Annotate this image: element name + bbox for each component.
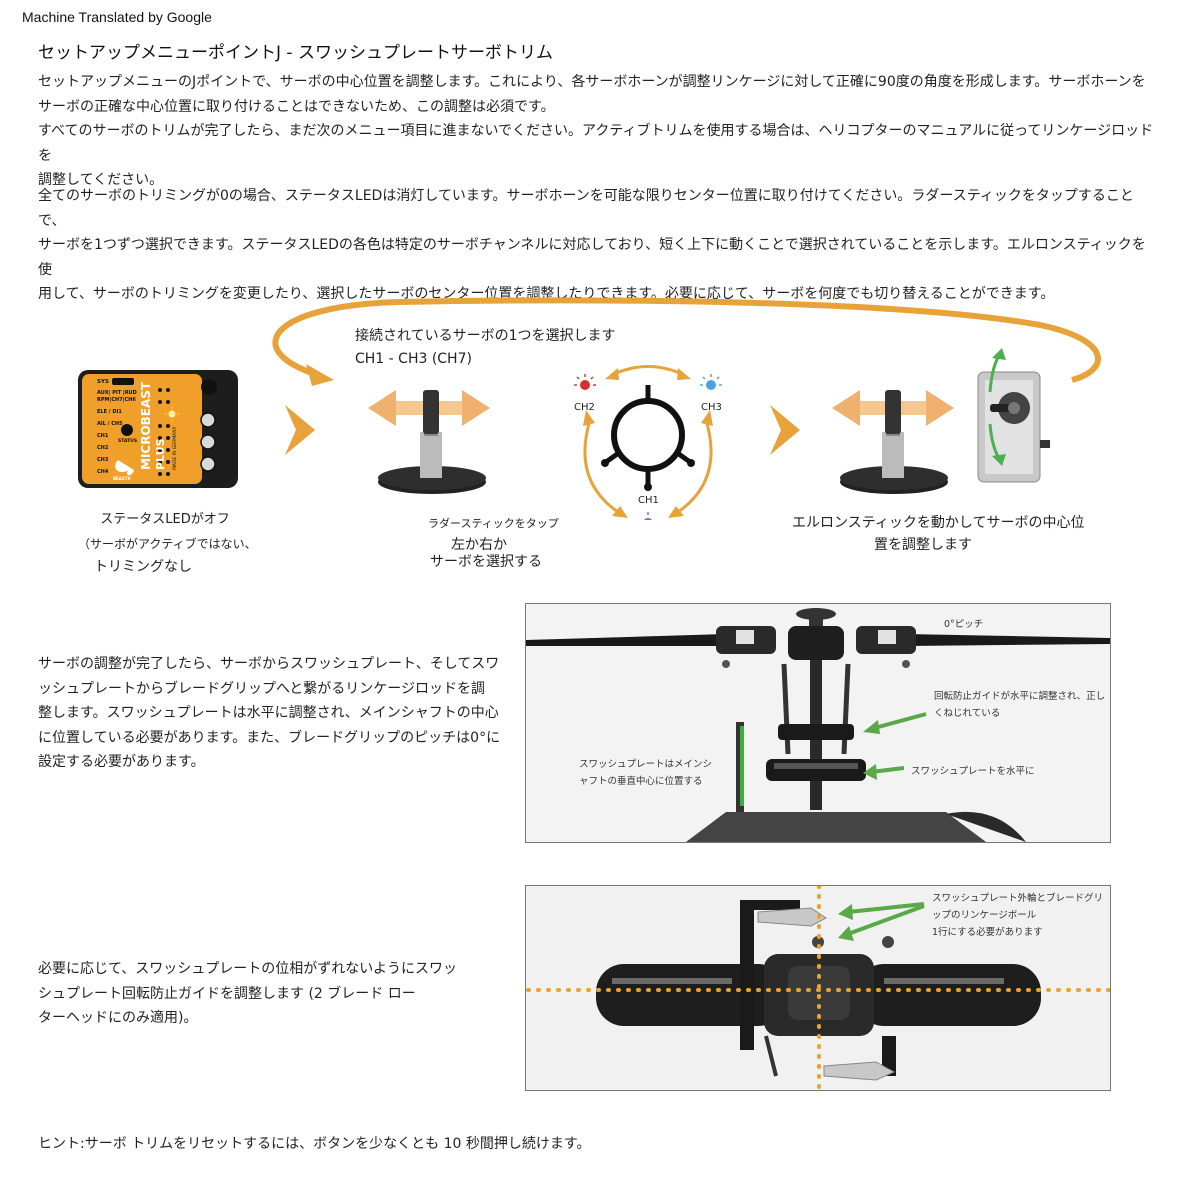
text-line: サーボの正確な中心位置に取り付けることはできないため、この調整は必須です。 (38, 98, 555, 115)
label-line: 回転防止ガイドが水平に調整され、正し (934, 691, 1106, 702)
svg-text:MADE IN GERMANY: MADE IN GERMANY (172, 426, 178, 470)
channel-range-label: CH1 - CH3 (CH7) (355, 351, 472, 367)
text-line: セットアップメニューのJポイントで、サーボの中心位置を調整します。これにより、各… (38, 74, 1146, 90)
select-servo-label: 接続されているサーボの1つを選択します (355, 328, 616, 344)
text-line: 整します。スワッシュプレートは水平に調整され、メインシャフトの中心 (38, 705, 499, 721)
text-line: サーボを1つずつ選択できます。ステータスLEDの各色は特定のサーボチャンネルに対… (38, 237, 1146, 278)
center-label: スワッシュプレートはメインシ ャフトの垂直中心に位置する (579, 756, 712, 790)
text-line: 設定する必要があります。 (38, 754, 205, 770)
rudder-stick-icon (368, 390, 490, 494)
led-off-caption-2: （サーボがアクティブではない、 (78, 537, 257, 551)
phase-adjust-text: 必要に応じて、スワッシュプレートの位相がずれないようにスワッ シュプレート回転防… (38, 957, 508, 1031)
servo-selection-diagram: SYS AUX| PIT |RUD RPM|CH7|CH6 ELE / DI1 … (78, 297, 1101, 520)
label-line: くねじれている (934, 708, 1001, 719)
label-line: ップのリンケージボール (932, 910, 1037, 921)
svg-text:CH3: CH3 (97, 457, 109, 463)
rotor-head-side-photo: 0°ピッチ 回転防止ガイドが水平に調整され、正し くねじれている スワッシュプレ… (525, 603, 1111, 843)
led-off-caption-3: トリミングなし (94, 559, 192, 575)
beastx-logo-icon (115, 460, 134, 476)
text-line: シュプレート回転防止ガイドを調整します (2 ブレード ロー (38, 985, 416, 1002)
label-line: スワッシュプレート外輪とブレードグリ (932, 893, 1104, 904)
rotor-head-top-illustration (526, 886, 1110, 1090)
led-off-icon (164, 406, 180, 422)
linkage-ball-label: スワッシュプレート外輪とブレードグリ ップのリンケージボール 1行にする必要があ… (932, 890, 1103, 941)
rotor-head-top-photo: スワッシュプレート外輪とブレードグリ ップのリンケージボール 1行にする必要があ… (525, 885, 1111, 1091)
svg-text:AUX| PIT |RUD: AUX| PIT |RUD (97, 390, 137, 396)
svg-text:CH1: CH1 (97, 433, 109, 439)
svg-text:RPM|CH7|CH6: RPM|CH7|CH6 (97, 397, 136, 403)
caption-line: ステータスLEDがオフ (100, 512, 230, 527)
text-line: 用して、サーボのトリミングを変更したり、選択したサーボのセンター位置を調整したり… (38, 286, 1055, 302)
ch2-label: CH2 (574, 402, 595, 413)
text-line: サーボの調整が完了したら、サーボからスワッシュプレート、そしてスワ (38, 656, 500, 672)
label-line: スワッシュプレートはメインシ (579, 759, 713, 770)
text-line: すべてのサーボのトリムが完了したら、まだ次のメニュー項目に進まないでください。ア… (38, 123, 1154, 164)
rudder-caption-2: 左か右か (451, 537, 507, 553)
label-line: 1行にする必要があります (932, 927, 1043, 938)
ch2-led-icon (574, 374, 596, 390)
svg-text:AIL / CH5: AIL / CH5 (97, 421, 123, 427)
svg-text:PLUS: PLUS (154, 438, 167, 470)
led-off-caption: ステータスLEDがオフ (80, 509, 250, 530)
translation-banner: Machine Translated by Google (22, 9, 212, 25)
label-line: ャフトの垂直中心に位置する (579, 776, 703, 787)
svg-text:CH4: CH4 (97, 469, 109, 475)
loop-arrow (272, 297, 1101, 383)
text-line: 調整してください。 (38, 172, 164, 188)
ch1-label: CH1 (638, 495, 659, 506)
svg-text:SYS: SYS (97, 379, 109, 385)
intro-paragraph-2: 全てのサーボのトリミングが0の場合、ステータスLEDは消灯しています。サーボホー… (38, 184, 1158, 307)
aileron-caption-2: 置を調整します (874, 537, 972, 553)
text-line: ッシュプレートからブレードグリップへと繋がるリンケージロッドを調 (38, 680, 486, 697)
rotor-head-side-illustration (526, 604, 1110, 842)
svg-text:CH2: CH2 (97, 445, 109, 451)
rudder-caption-3: サーボを選択する (430, 554, 542, 570)
ch3-led-icon (700, 374, 722, 390)
svg-text:ELE / DI1: ELE / DI1 (97, 409, 122, 415)
guide-label: 回転防止ガイドが水平に調整され、正し くねじれている (934, 688, 1105, 722)
level-label: スワッシュプレートを水平に (911, 766, 1035, 777)
loop-arrowhead (306, 364, 334, 386)
chevron-right-icon (285, 405, 315, 455)
intro-paragraph-1: セットアップメニューのJポイントで、サーボの中心位置を調整します。これにより、各… (38, 70, 1158, 193)
pitch-label: 0°ピッチ (944, 619, 984, 630)
servo-channel-selector (574, 365, 722, 520)
page-title: セットアップメニューポイントJ - スワッシュプレートサーボトリム (38, 43, 553, 63)
ch3-label: CH3 (701, 402, 722, 413)
chevron-right-icon (770, 405, 800, 455)
svg-text:STATUS: STATUS (118, 438, 137, 444)
text-line: 必要に応じて、スワッシュプレートの位相がずれないようにスワッ (38, 961, 458, 977)
aileron-stick-icon (832, 390, 954, 494)
reset-hint: ヒント:サーボ トリムをリセットするには、ボタンを少なくとも 10 秒間押し続け… (38, 1136, 591, 1152)
linkage-adjust-text: サーボの調整が完了したら、サーボからスワッシュプレート、そしてスワ ッシュプレー… (38, 652, 508, 775)
ch1-led-icon (644, 512, 652, 520)
svg-text:MICROBEAST: MICROBEAST (139, 381, 153, 470)
text-line: ターヘッドにのみ適用)。 (38, 1010, 198, 1026)
microbeast-device: SYS AUX| PIT |RUD RPM|CH7|CH6 ELE / DI1 … (78, 370, 238, 488)
svg-text:BEASTX: BEASTX (113, 476, 131, 481)
rudder-caption-1: ラダースティックをタップ (428, 517, 559, 530)
aileron-caption-1: エルロンスティックを動かしてサーボの中心位 (792, 515, 1085, 531)
servo-icon (977, 348, 1050, 483)
text-line: 全てのサーボのトリミングが0の場合、ステータスLEDは消灯しています。サーボホー… (38, 188, 1134, 229)
text-line: に位置している必要があります。また、ブレードグリップのピッチは0°に (38, 729, 501, 746)
